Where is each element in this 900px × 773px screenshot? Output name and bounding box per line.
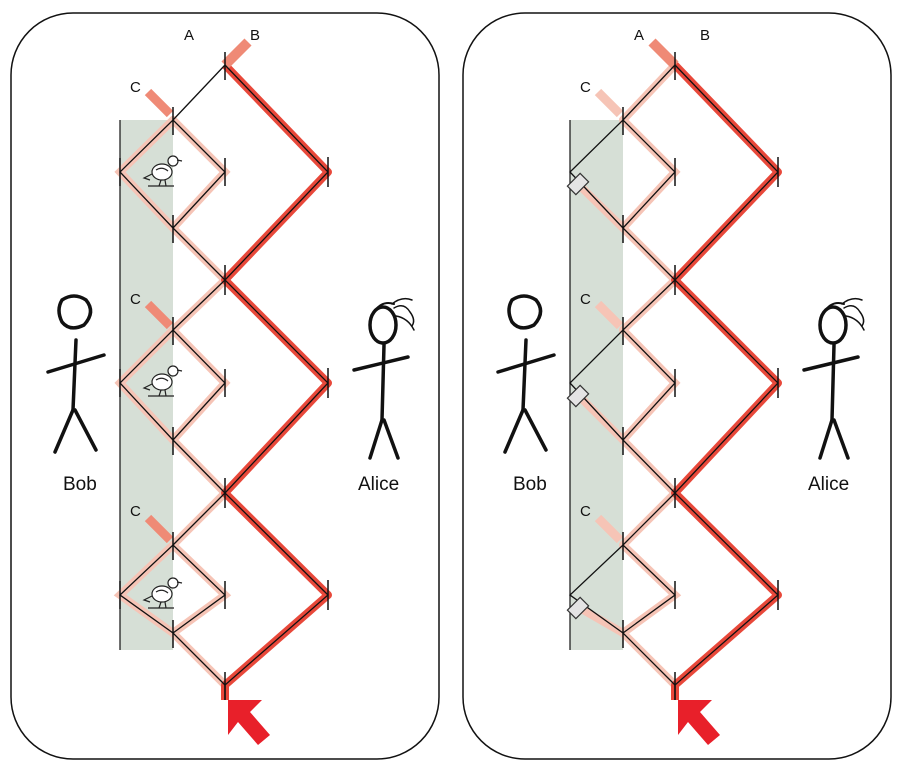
beam-faint [619,541,682,637]
optical-paths [118,64,329,700]
port-c-stub [144,300,174,330]
beam-faint [619,326,681,444]
panel-frame [10,12,440,760]
port-b-stub [221,38,252,69]
path-alice [674,64,779,700]
path-cell [119,329,226,494]
alice-label: Alice [808,474,849,495]
port-c-label: C [130,291,141,308]
port-c-stub [144,88,174,118]
beam-faint [169,116,231,232]
path-upper [172,64,226,121]
port-c-stub [594,88,624,118]
panel-frame [462,12,892,760]
port-c-stub [594,514,624,544]
path-cell [568,544,677,686]
arrow-icon [228,700,270,745]
absorber-icon [566,596,590,620]
bird-icon [142,365,183,397]
path-upper [622,492,676,546]
beam-strong [221,62,332,700]
path-cell [569,119,676,281]
arrow-icon [678,700,720,745]
path-upper [172,279,226,331]
port-b-label: B [250,27,260,44]
port-c-label: C [130,79,141,96]
port-b-label: B [700,27,710,44]
path-upper [172,492,226,546]
path-upper [622,64,676,121]
stick-figure-icon [802,297,865,460]
port-c-label: C [580,503,591,520]
beam-faint [169,541,232,637]
beam-faint [619,116,681,232]
stick-figure-icon [352,297,415,460]
panel-right: A B C C C Bob Alice [462,12,892,760]
bob-region [570,120,623,650]
path-alice [224,64,329,700]
stick-figure-icon [496,294,556,454]
optics [622,52,779,700]
path-cell [118,544,227,686]
panel-left: A B C C C Bob Alice [10,12,440,760]
port-a-label: A [634,27,644,44]
bob-label: Bob [513,474,547,495]
port-c-stubs [144,88,174,544]
optics [119,52,329,700]
port-c-label: C [130,503,141,520]
beam-faint [169,326,231,444]
port-c-label: C [580,79,591,96]
port-c-stub [594,300,624,330]
path-cell [569,329,676,494]
port-c-stub [144,514,174,544]
bird-icon [142,155,183,187]
path-upper [622,279,676,331]
absorber-icon [566,384,590,408]
stick-figure-icon [46,294,106,454]
port-a-label: A [184,27,194,44]
absorber-icon [566,172,590,196]
path-cell [119,119,226,281]
port-a-stub [648,38,679,69]
bird-icon [142,577,183,609]
bob-label: Bob [63,474,97,495]
port-c-stubs [594,88,624,544]
optical-paths [568,64,779,700]
port-c-label: C [580,291,591,308]
beam-strong [671,62,782,700]
beam-strong-group [221,38,332,700]
alice-label: Alice [358,474,399,495]
absorber-group [566,172,590,620]
